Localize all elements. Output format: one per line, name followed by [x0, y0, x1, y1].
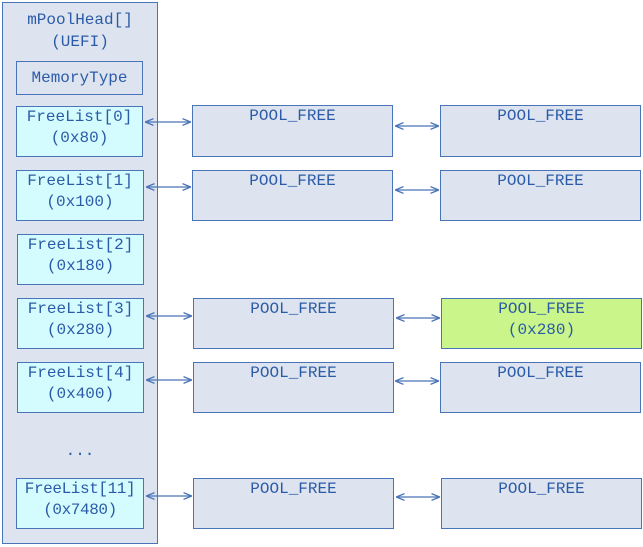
freelist-label: FreeList[3] — [27, 300, 134, 318]
pool-head-title: mPoolHead[] (UEFI) — [3, 9, 157, 53]
pool-free-block: POOL_FREE — [192, 170, 393, 221]
pool-free-block: POOL_FREE — [440, 105, 641, 157]
freelist-size: (0x280) — [46, 321, 115, 339]
freelist-0: FreeList[0] (0x80) — [16, 106, 143, 157]
pool-head-name: mPoolHead[] — [27, 11, 133, 29]
freelist-label: FreeList[4] — [27, 364, 134, 382]
freelist-label: FreeList[0] — [26, 108, 133, 126]
pool-free-size: (0x280) — [507, 321, 576, 339]
pool-free-block: POOL_FREE — [193, 478, 394, 529]
pool-free-block: POOL_FREE — [192, 105, 393, 157]
freelist-size: (0x400) — [46, 385, 115, 403]
pool-free-block: POOL_FREE — [441, 478, 642, 529]
pool-free-block: POOL_FREE — [440, 362, 641, 413]
pool-free-block: POOL_FREE — [193, 362, 394, 413]
ellipsis: ... — [65, 442, 95, 460]
pool-free-label: POOL_FREE — [498, 300, 585, 318]
pool-head-subtitle: (UEFI) — [51, 33, 109, 51]
freelist-2: FreeList[2] (0x180) — [17, 234, 144, 285]
freelist-size: (0x7480) — [43, 501, 117, 519]
pool-free-block: POOL_FREE — [193, 298, 394, 349]
freelist-11: FreeList[11] (0x7480) — [16, 478, 144, 529]
freelist-label: FreeList[2] — [27, 236, 134, 254]
freelist-3: FreeList[3] (0x280) — [17, 298, 144, 349]
freelist-4: FreeList[4] (0x400) — [17, 362, 144, 413]
pool-free-block: POOL_FREE — [440, 170, 641, 221]
pool-free-block-highlighted: POOL_FREE (0x280) — [441, 298, 642, 349]
freelist-label: FreeList[1] — [27, 172, 133, 190]
freelist-1: FreeList[1] (0x100) — [16, 170, 144, 221]
freelist-size: (0x180) — [46, 257, 115, 275]
freelist-size: (0x100) — [46, 193, 114, 211]
memory-type-field: MemoryType — [16, 61, 143, 95]
freelist-size: (0x80) — [50, 129, 109, 147]
freelist-label: FreeList[11] — [24, 480, 136, 498]
